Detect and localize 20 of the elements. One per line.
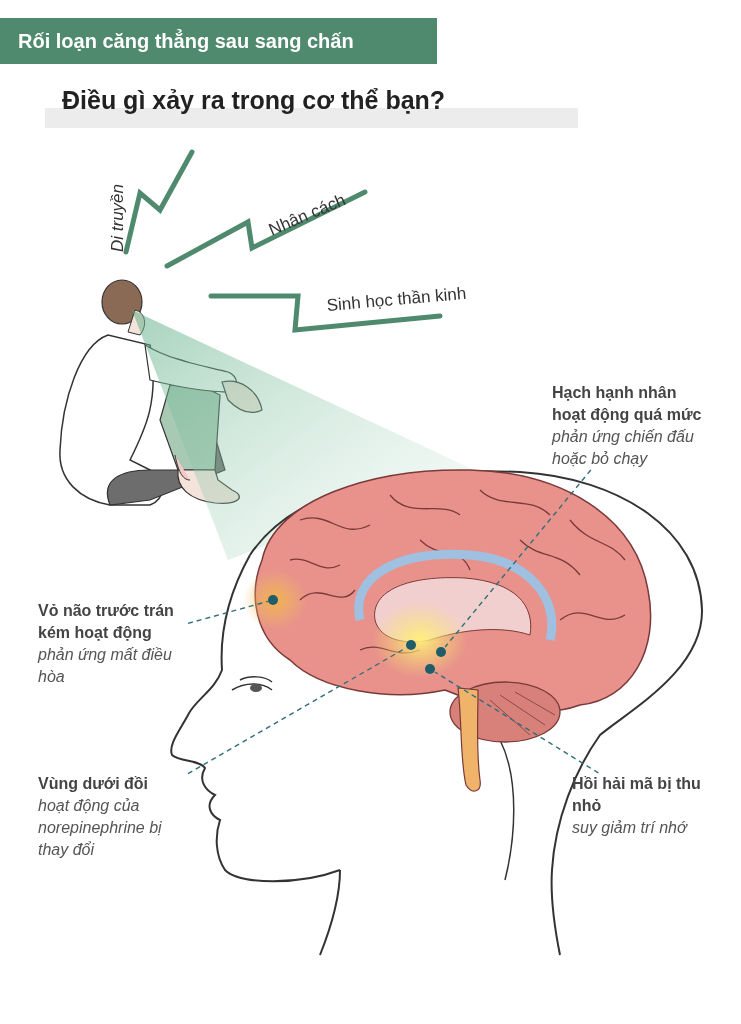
marker-dot <box>406 640 416 650</box>
marker-dot <box>425 664 435 674</box>
effect-note: suy giảm trí nhớ <box>572 818 689 838</box>
marker-dot <box>436 647 446 657</box>
effect-note: hoạt động của norepinephrine bị thay đổi <box>38 796 163 860</box>
factor-label: Nhân cách <box>266 190 349 241</box>
region-label: Hồi hải mã bị thu nhỏ <box>572 774 702 816</box>
effect-note: phản ứng mất điều hòa <box>38 645 173 687</box>
title-banner: Rối loạn căng thẳng sau sang chấn <box>0 18 437 64</box>
region-label: Hạch hạnh nhân hoạt động quá mức <box>552 383 702 425</box>
factor-label: Di truyền <box>108 183 128 252</box>
leader-line <box>187 600 269 625</box>
effect-note: phản ứng chiến đấu hoặc bỏ chạy <box>552 427 695 469</box>
leader-line <box>434 671 600 774</box>
marker-dot <box>268 595 278 605</box>
region-label: Vỏ não trước trán kém hoạt động <box>38 601 175 643</box>
subtitle: Điều gì xảy ra trong cơ thể bạn? <box>62 86 446 115</box>
factor-label: Sinh học thần kinh <box>326 283 468 316</box>
leader-line <box>444 469 592 648</box>
region-label: Vùng dưới đồi <box>38 774 150 794</box>
